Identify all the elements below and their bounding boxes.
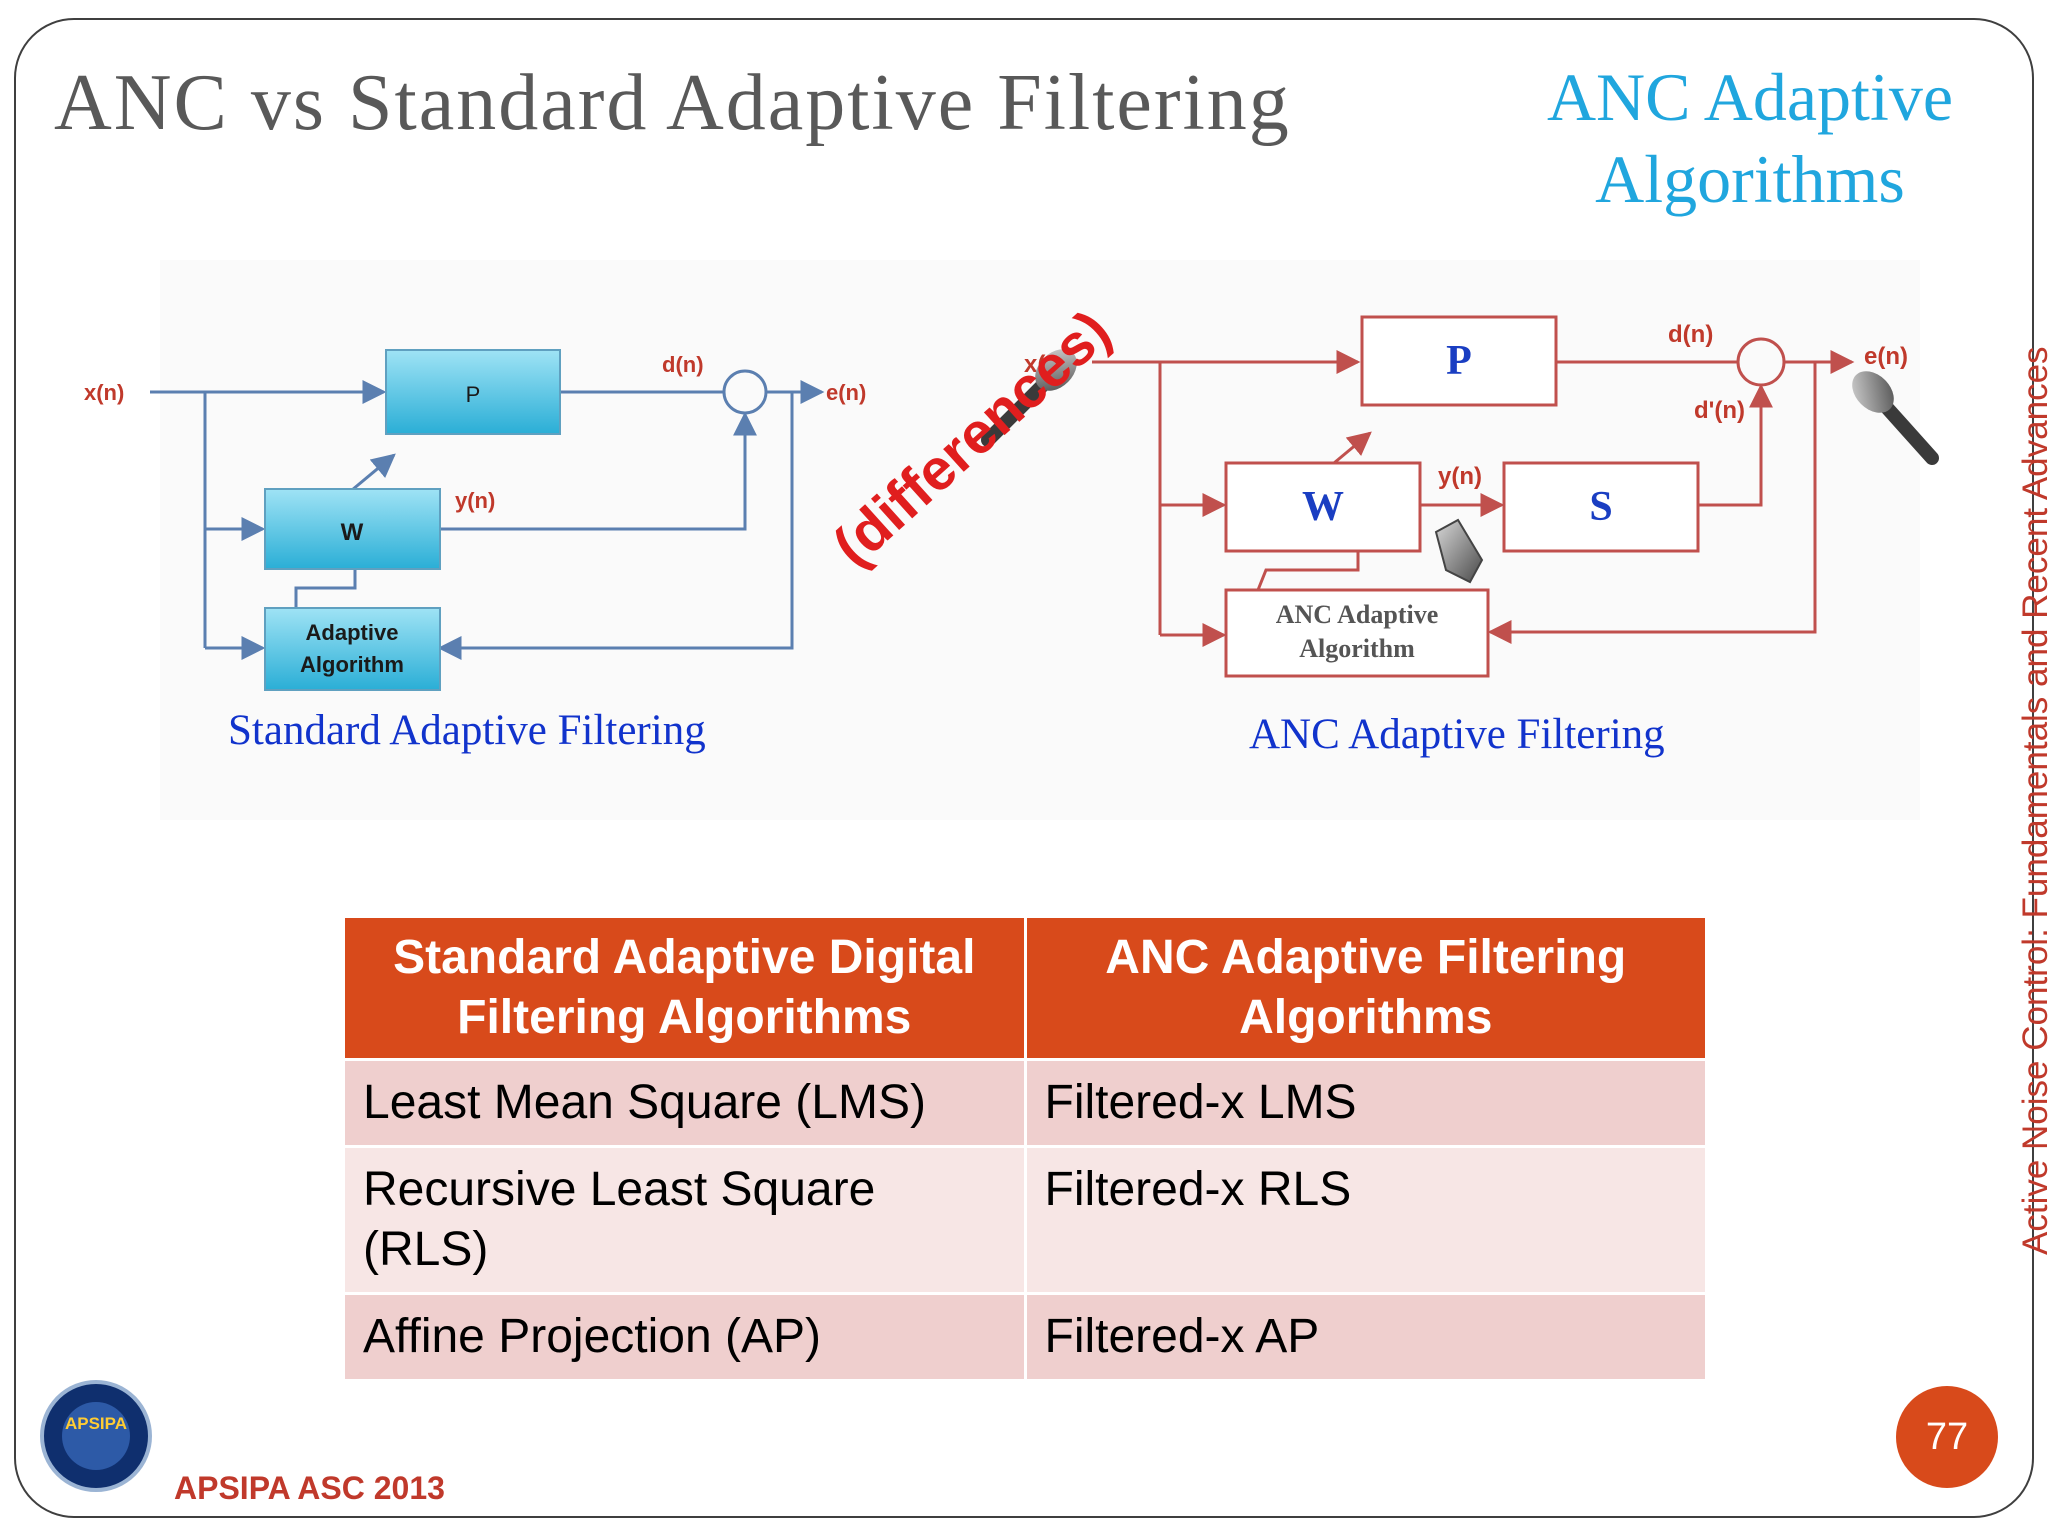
table-header-anc: ANC Adaptive Filtering Algorithms [1026, 918, 1705, 1058]
table-cell-standard: Recursive Least Square (RLS) [345, 1148, 1024, 1292]
error-microphone-icon [1852, 371, 1939, 465]
table-header-row: Standard Adaptive Digital Filtering Algo… [345, 918, 1705, 1058]
std-sum-node [722, 369, 768, 415]
std-e-feedback-line [437, 392, 794, 660]
table-cell-anc: Filtered-x AP [1026, 1295, 1705, 1379]
logo-text: APSIPA [64, 1414, 128, 1433]
apsipa-logo: APSIPA [40, 1380, 152, 1492]
anc-p-label: P [1446, 338, 1472, 384]
anc-w-block [1224, 461, 1422, 553]
anc-s-block [1502, 461, 1700, 553]
reference-microphone-icon [981, 349, 1077, 447]
table-cell-standard-text-line-1: Recursive Least Square [363, 1163, 876, 1216]
anc-diagram-caption: ANC Adaptive Filtering [1249, 711, 1665, 758]
table-header-anc-line-2: Algorithms [1239, 991, 1493, 1044]
table-cell-standard: Affine Projection (AP) [345, 1295, 1024, 1379]
std-algo-to-w-line [294, 566, 357, 608]
slide-title: ANC vs Standard Adaptive Filtering [54, 59, 1291, 147]
std-algo-label-1: Adaptive [306, 620, 399, 645]
anc-e-label: e(n) [1864, 343, 1908, 370]
logo-inner-circle [62, 1402, 130, 1470]
section-title: ANC Adaptive Algorithms [1470, 56, 2030, 220]
std-e-label: e(n) [826, 380, 866, 405]
std-p-block [385, 349, 561, 435]
std-d-label: d(n) [662, 352, 704, 377]
anc-dprime-label: d'(n) [1694, 397, 1745, 424]
table-cell-anc: Filtered-x RLS [1026, 1148, 1705, 1292]
table-header-standard-line-1: Standard Adaptive Digital [393, 931, 976, 984]
table-row: Recursive Least Square (RLS) Filtered-x … [345, 1148, 1705, 1292]
std-algo-block [264, 607, 441, 691]
table-header-standard-line-2: Filtering Algorithms [457, 991, 912, 1044]
table-cell-standard: Least Mean Square (LMS) [345, 1061, 1024, 1145]
table-header-standard: Standard Adaptive Digital Filtering Algo… [345, 918, 1024, 1058]
std-x-label: x(n) [84, 380, 124, 405]
std-y-label: y(n) [455, 488, 495, 513]
anc-sum-node [1736, 337, 1786, 387]
standard-diagram-caption: Standard Adaptive Filtering [228, 707, 706, 754]
anc-s-label: S [1589, 484, 1612, 530]
conference-label: APSIPA ASC 2013 [174, 1470, 445, 1506]
anc-algo-label-2: Algorithm [1299, 634, 1415, 663]
anc-d-label: d(n) [1668, 321, 1713, 348]
std-w-label: W [341, 519, 364, 546]
table-row: Affine Projection (AP) Filtered-x AP [345, 1295, 1705, 1379]
section-title-line-2: Algorithms [1595, 141, 1905, 217]
page-number: 77 [1925, 1415, 1969, 1458]
std-adapt-arrow [351, 453, 396, 492]
table-header-anc-line-1: ANC Adaptive Filtering [1105, 931, 1627, 984]
standard-diagram [150, 369, 825, 660]
page-number-badge: 77 [1896, 1386, 1998, 1488]
anc-y-label: y(n) [1438, 463, 1482, 490]
comparison-table: Standard Adaptive Digital Filtering Algo… [342, 915, 1708, 1382]
anc-algo-label-1: ANC Adaptive [1276, 600, 1439, 629]
anc-w-label: W [1302, 484, 1344, 530]
table-cell-standard-text-line-2: (RLS) [363, 1223, 489, 1276]
anc-s-to-sum-line [1698, 383, 1773, 507]
table-cell-anc: Filtered-x LMS [1026, 1061, 1705, 1145]
anc-e-feedback-line [1487, 362, 1817, 644]
speaker-icon [1434, 518, 1484, 584]
anc-algo-block [1224, 588, 1490, 678]
anc-algo-to-w-line [1256, 552, 1360, 591]
std-w-block [264, 488, 441, 570]
std-y-feedback-line [440, 411, 757, 531]
anc-p-block [1360, 315, 1558, 407]
section-title-line-1: ANC Adaptive [1546, 59, 1954, 135]
table-row: Least Mean Square (LMS) Filtered-x LMS [345, 1061, 1705, 1145]
std-p-label: P [466, 382, 481, 407]
table-cell-standard-text: Affine Projection (AP) [363, 1310, 821, 1363]
table-cell-standard-text: Least Mean Square (LMS) [363, 1076, 926, 1129]
std-algo-label-2: Algorithm [300, 652, 404, 677]
